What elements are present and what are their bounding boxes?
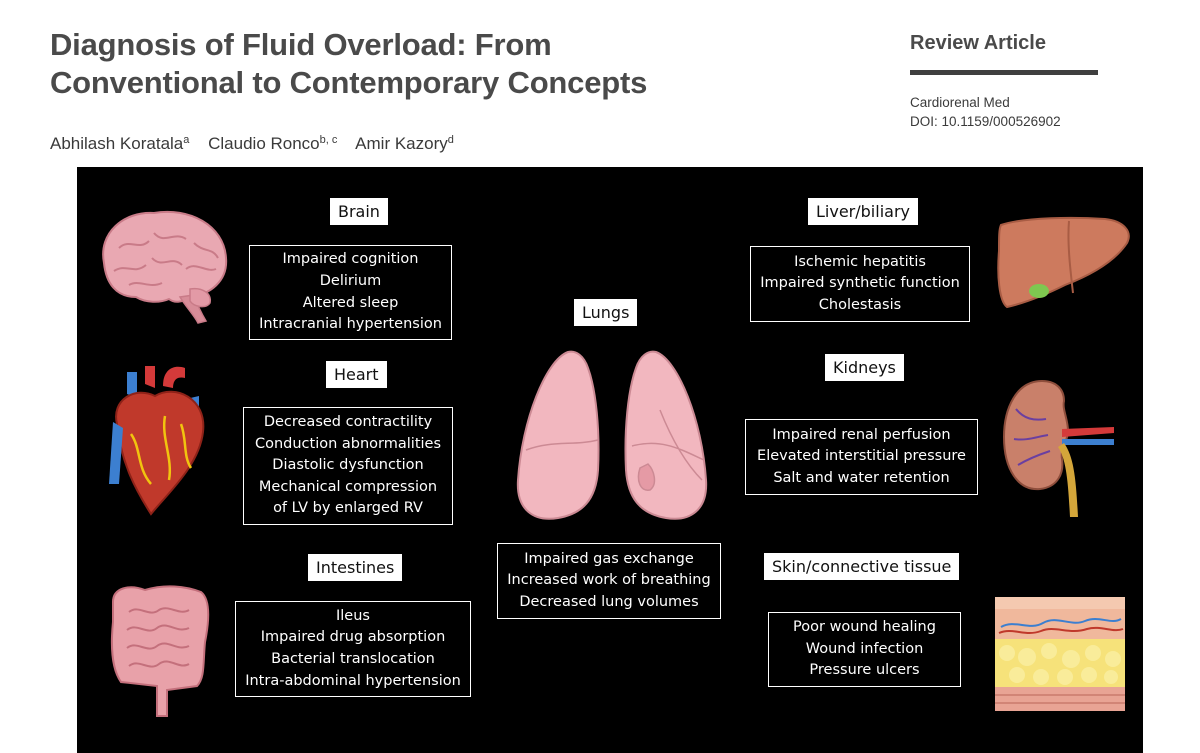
intestines-icon — [111, 585, 210, 717]
intestines-effect: Intra-abdominal hypertension — [245, 672, 461, 689]
heart-effect: Mechanical compression — [258, 478, 438, 495]
heart-effect: Diastolic dysfunction — [272, 457, 424, 474]
liver-effect: Ischemic hepatitis — [794, 253, 926, 270]
skin-label: Skin/connective tissue — [764, 553, 960, 580]
author[interactable]: Abhilash Koratalaa — [50, 134, 189, 153]
heart-label: Heart — [326, 361, 387, 388]
brain-effect: Intracranial hypertension — [259, 316, 442, 333]
heart-effect: Conduction abnormalities — [254, 435, 442, 452]
heart-icon — [109, 366, 205, 516]
intestines-effect: Impaired drug absorption — [260, 629, 446, 646]
liver-label: Liver/biliary — [808, 198, 918, 225]
brain-effects-box: Impaired cognition Delirium Altered slee… — [249, 245, 452, 340]
figure-panel: Brain Impaired cognition Delirium Altere… — [77, 167, 1143, 753]
kidneys-label: Kidneys — [825, 354, 904, 381]
journal-info: Cardiorenal Med DOI: 10.1159/000526902 — [910, 93, 1061, 131]
lungs-effects-box: Impaired gas exchange Increased work of … — [497, 543, 721, 619]
author-name: Amir Kazory — [355, 134, 448, 153]
author-affiliation: b, c — [319, 134, 338, 146]
journal-name: Cardiorenal Med — [910, 95, 1010, 110]
kidney-icon — [1002, 379, 1114, 517]
article-type: Review Article — [910, 32, 1046, 54]
author-name: Claudio Ronco — [208, 134, 320, 153]
kidneys-effect: Impaired renal perfusion — [772, 426, 951, 443]
liver-effect: Cholestasis — [818, 296, 902, 313]
kidneys-effect: Salt and water retention — [773, 469, 950, 486]
brain-icon — [102, 210, 228, 324]
skin-effects-box: Poor wound healing Wound infection Press… — [768, 612, 961, 687]
lungs-effect: Increased work of breathing — [507, 572, 711, 589]
skin-effect: Wound infection — [805, 640, 924, 657]
liver-icon — [997, 216, 1130, 309]
title-line-2: Conventional to Contemporary Concepts — [50, 65, 648, 100]
lungs-effect: Decreased lung volumes — [519, 593, 699, 610]
brain-label: Brain — [330, 198, 388, 225]
author-affiliation: d — [447, 134, 454, 146]
author-list: Abhilash Koratalaa Claudio Roncob, c Ami… — [50, 134, 468, 154]
kidneys-effect: Elevated interstitial pressure — [757, 448, 966, 465]
lungs-icon — [516, 350, 708, 520]
liver-effect: Impaired synthetic function — [760, 275, 960, 292]
article-title: Diagnosis of Fluid Overload: From Conven… — [50, 26, 870, 102]
skin-effect: Pressure ulcers — [809, 662, 920, 679]
heart-effects-box: Decreased contractility Conduction abnor… — [243, 407, 453, 525]
intestines-effect: Ileus — [336, 607, 370, 624]
lungs-label: Lungs — [574, 299, 638, 326]
author[interactable]: Claudio Roncob, c — [208, 134, 337, 153]
brain-effect: Impaired cognition — [282, 251, 419, 268]
brain-effect: Altered sleep — [302, 294, 399, 311]
author-affiliation: a — [183, 134, 190, 146]
kidneys-effects-box: Impaired renal perfusion Elevated inters… — [745, 419, 978, 495]
liver-effects-box: Ischemic hepatitis Impaired synthetic fu… — [750, 246, 970, 322]
skin-tissue-icon — [995, 597, 1125, 711]
heart-effect: Decreased contractility — [263, 414, 433, 431]
doi-link[interactable]: DOI: 10.1159/000526902 — [910, 114, 1061, 129]
skin-effect: Poor wound healing — [793, 619, 936, 636]
author-name: Abhilash Koratala — [50, 134, 184, 153]
brain-effect: Delirium — [319, 272, 382, 289]
intestines-label: Intestines — [308, 554, 403, 581]
lungs-effect: Impaired gas exchange — [524, 550, 694, 567]
heart-effect: of LV by enlarged RV — [273, 500, 423, 517]
intestines-effect: Bacterial translocation — [271, 651, 435, 667]
header-rule — [910, 70, 1098, 75]
intestines-effects-box: Ileus Impaired drug absorption Bacterial… — [235, 601, 471, 697]
title-line-1: Diagnosis of Fluid Overload: From — [50, 27, 552, 62]
author[interactable]: Amir Kazoryd — [355, 134, 454, 153]
